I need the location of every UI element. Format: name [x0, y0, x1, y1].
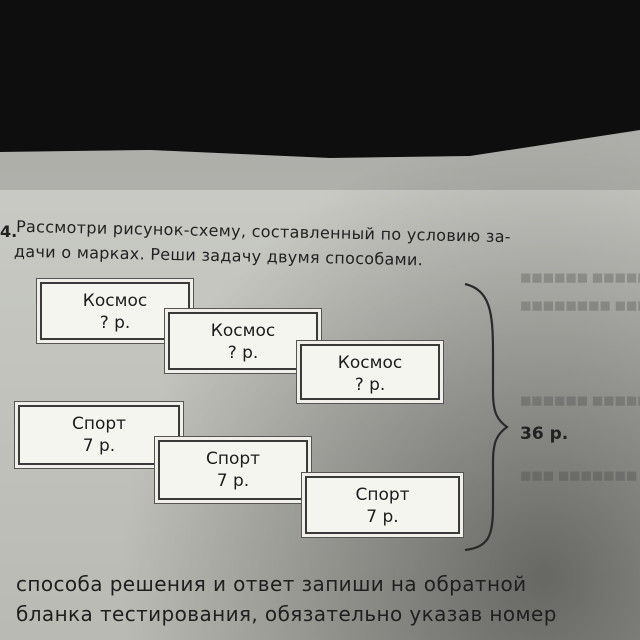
stamp-price: 7 р.	[216, 471, 250, 491]
stamp-title: Космос	[82, 291, 148, 311]
stamp-title: Спорт	[205, 449, 261, 469]
stamp-price: ? р.	[99, 313, 131, 333]
stamp-card-sport-2: Спорт 7 р.	[158, 440, 308, 500]
bottom-text-line-1: способа решения и ответ запиши на обратн…	[16, 572, 527, 596]
bottom-text-line-2: бланка тестирования, обязательно указав …	[16, 602, 557, 626]
stamp-card-cosmos-2: Космос ? р.	[168, 312, 318, 370]
stamp-price: ? р.	[227, 343, 259, 363]
curly-brace	[464, 282, 509, 552]
stamp-price: 7 р.	[366, 507, 399, 527]
task-number: 4.	[0, 222, 18, 241]
total-sum: 36 р.	[520, 424, 569, 444]
stamp-card-sport-3: Спорт 7 р.	[305, 476, 460, 534]
stamp-card-sport-1: Спорт 7 р.	[18, 405, 180, 465]
show-through-text: ■■■■■ ■■■■■■	[520, 395, 640, 409]
stamp-title: Спорт	[355, 485, 410, 505]
stamp-price: ? р.	[354, 375, 386, 395]
show-through-text: ■■■■■■ ■■■■■■	[520, 272, 640, 286]
show-through-text: ■■■■■ ■■■■■■■■	[520, 300, 640, 314]
stamp-card-cosmos-1: Космос ? р.	[40, 282, 190, 340]
stamp-title: Космос	[337, 353, 403, 373]
show-through-text: ■■■■■■■ ■■■	[520, 470, 638, 484]
stamp-price: 7 р.	[82, 436, 116, 456]
stamp-title: Спорт	[71, 414, 127, 434]
stamp-title: Космос	[210, 321, 276, 341]
stamp-card-cosmos-3: Космос ? р.	[300, 344, 440, 400]
